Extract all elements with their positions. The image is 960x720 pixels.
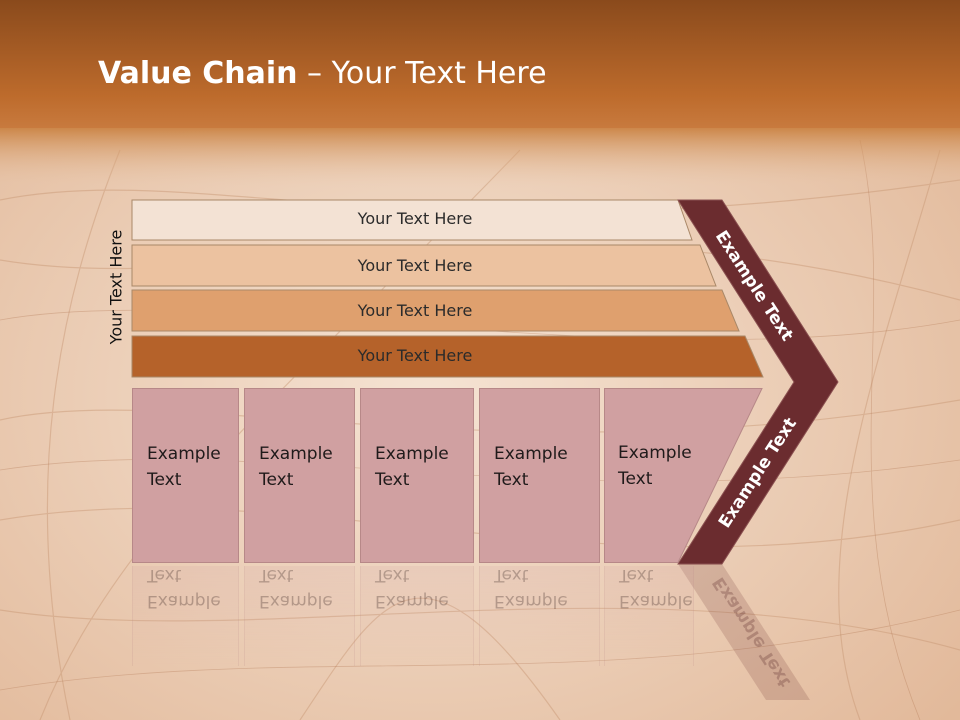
box-3-line1: Example	[375, 444, 449, 464]
box-5-line1: Example	[618, 443, 692, 463]
primary-activity-box-1: Example Text	[132, 388, 239, 563]
support-bar-4	[131, 335, 764, 378]
support-activity-bars	[131, 199, 764, 378]
box-3-line2: Text	[375, 470, 410, 490]
support-bar-1	[131, 199, 693, 241]
primary-activity-box-4: Example Text	[479, 388, 600, 563]
primary-activity-box-3: Example Text	[360, 388, 474, 563]
side-label-text: Your Text Here	[106, 229, 126, 345]
box-2-line2: Text	[259, 470, 294, 490]
primary-activity-box-5: Example Text	[618, 440, 692, 492]
support-bar-3	[131, 289, 740, 332]
primary-activity-box-2: Example Text	[244, 388, 355, 563]
support-bar-2	[131, 244, 717, 287]
support-bar-3-label: Your Text Here	[357, 301, 473, 320]
title-bold: Value Chain	[98, 56, 298, 91]
box-1-line2: Text	[147, 470, 182, 490]
box-4-line2: Text	[494, 470, 529, 490]
value-chevron-reflection	[678, 564, 810, 700]
primary-activity-box-5-shape	[604, 388, 763, 563]
support-bar-2-label: Your Text Here	[357, 256, 473, 275]
box-4-line1: Example	[494, 444, 568, 464]
value-chevron	[677, 199, 839, 565]
box-5-line2: Text	[618, 469, 653, 489]
box-2-line1: Example	[259, 444, 333, 464]
box-1-line1: Example	[147, 444, 221, 464]
slide-title: Value Chain – Your Text Here	[98, 52, 547, 96]
title-rest: – Your Text Here	[297, 56, 547, 91]
support-bar-4-label: Your Text Here	[357, 346, 473, 365]
support-bar-1-label: Your Text Here	[357, 209, 473, 228]
